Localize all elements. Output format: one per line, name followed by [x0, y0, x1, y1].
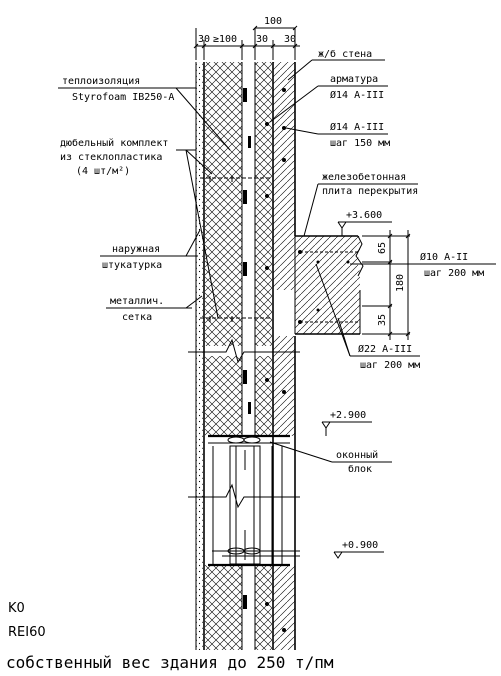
inner-insulation-middle [255, 356, 272, 436]
label-rebar3-dia: Ø22 A-III [358, 343, 412, 355]
rc-wall-upper [273, 62, 295, 290]
label-slab-rebar-step: шаг 200 мм [424, 268, 484, 279]
right-callouts: ж/б стена арматура Ø14 A-III Ø14 A-III ш… [269, 48, 496, 475]
wall-layers [195, 62, 296, 650]
dim-total: 100 [264, 16, 282, 27]
dim-35: 35 [377, 314, 388, 326]
label-plaster-line1: наружная [112, 244, 160, 255]
insulation-layer-middle [205, 356, 242, 436]
label-mesh-line1: металлич. [110, 296, 164, 307]
rc-wall-lower [273, 565, 295, 650]
footer-caption: собственный вес здания до 250 т/пм [6, 653, 334, 672]
level-low: +0.900 [342, 540, 378, 551]
rc-wall-middle [273, 336, 295, 436]
label-window-line1: оконный [336, 449, 378, 461]
label-rebar-dia: Ø14 A-III [330, 89, 384, 101]
break-lines [188, 338, 300, 509]
label-rebar2-step: шаг 150 мм [330, 138, 390, 149]
label-plaster-line2: штукатурка [102, 260, 162, 271]
label-window-line2: блок [348, 463, 372, 475]
label-rebar3-step: шаг 200 мм [360, 360, 420, 371]
top-dimensions: 100 30 ≥100 30 30 [193, 16, 300, 60]
level-marks: +3.600 +2.900 +0.900 [321, 210, 392, 559]
insulation-layer-upper [205, 62, 242, 346]
slab-dimensions: 65 180 35 [362, 230, 411, 340]
fire-resistance-class: REI60 [8, 625, 46, 640]
label-rc-wall: ж/б стена [318, 48, 372, 60]
dim-180: 180 [395, 274, 406, 292]
label-mesh-line2: сетка [122, 312, 152, 323]
label-slab-line2: плита перекрытия [322, 186, 418, 197]
dim-100-insulation: ≥100 [213, 34, 237, 45]
dim-65: 65 [377, 242, 388, 254]
inner-insulation-lower [255, 565, 272, 650]
level-mid: +2.900 [330, 410, 366, 421]
dim-30-plaster: 30 [198, 34, 210, 45]
fire-hazard-class: K0 [8, 601, 25, 616]
label-rebar2-dia: Ø14 A-III [330, 121, 384, 133]
dim-30-inner: 30 [256, 34, 268, 45]
label-dowel-line2: из стеклопластика [60, 152, 162, 163]
label-slab-rebar-dia: Ø10 A-II [420, 251, 468, 263]
floor-slab [294, 235, 364, 335]
label-insulation-title: теплоизоляция [62, 76, 140, 87]
window-block [203, 434, 300, 567]
label-dowel-line1: дюбельный комплект [60, 137, 168, 149]
plaster-layer [196, 62, 204, 650]
label-insulation-product: Styrofoam IB250-A [72, 92, 174, 103]
level-top: +3.600 [346, 210, 382, 221]
left-callouts: теплоизоляция Styrofoam IB250-A дюбельны… [58, 76, 231, 323]
insulation-layer-lower [205, 565, 242, 650]
label-rebar-title: арматура [330, 74, 378, 85]
dim-30-wall: 30 [284, 34, 296, 45]
label-slab-line1: железобетонная [322, 171, 406, 183]
label-dowel-line3: (4 шт/м²) [76, 166, 130, 177]
inner-insulation-upper [255, 62, 272, 346]
